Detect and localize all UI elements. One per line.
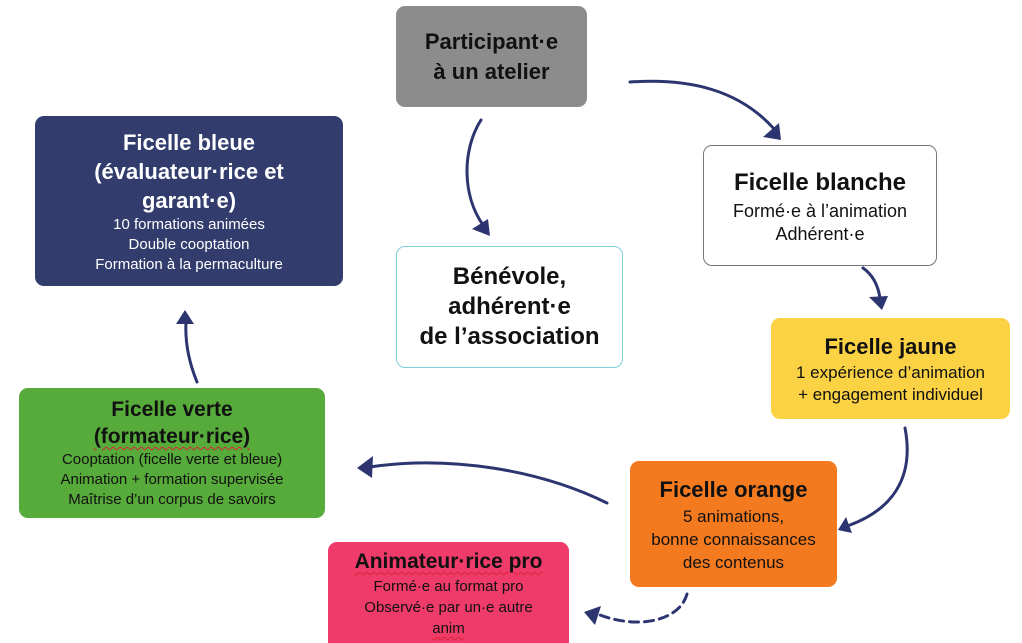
node-verte-desc: Cooptation (ficelle verte et bleue) Anim… bbox=[60, 451, 284, 508]
arrow-orange-to-verte bbox=[357, 456, 609, 505]
node-animateur-pro: Animateur·rice pro Formé·e au format pro… bbox=[328, 542, 569, 643]
node-pro-title: Animateur·rice pro bbox=[354, 550, 543, 573]
node-blanche-desc: Formé·e à l’animation Adhérent·e bbox=[732, 200, 908, 244]
arrow-participant-to-benevole bbox=[465, 118, 490, 236]
arrow-blanche-to-jaune bbox=[861, 266, 888, 310]
arrow-jaune-to-orange bbox=[838, 426, 909, 533]
node-orange-desc: 5 animations, bonne connaissances des co… bbox=[651, 506, 816, 572]
node-benevole: Bénévole, adhérent·e de l’association bbox=[396, 246, 623, 368]
node-ficelle-verte: Ficelle verte (formateur·rice) Cooptatio… bbox=[19, 388, 325, 518]
node-bleue-title: Ficelle bleue (évaluateur·rice et garant… bbox=[94, 129, 284, 213]
node-ficelle-blanche: Ficelle blanche Formé·e à l’animation Ad… bbox=[703, 145, 937, 266]
node-jaune-desc: 1 expérience d’animation + engagement in… bbox=[795, 362, 985, 404]
node-benevole-title: Bénévole, adhérent·e de l’association bbox=[419, 263, 600, 350]
node-blanche-title: Ficelle blanche bbox=[733, 168, 907, 196]
node-participant: Participant·e à un atelier bbox=[396, 6, 587, 107]
node-pro-desc: Formé·e au format pro Observé·e par un·e… bbox=[364, 578, 533, 637]
arrow-orange-to-pro bbox=[584, 592, 689, 625]
node-orange-title: Ficelle orange bbox=[659, 476, 808, 502]
node-ficelle-bleue: Ficelle bleue (évaluateur·rice et garant… bbox=[35, 116, 343, 286]
node-verte-title: Ficelle verte (formateur·rice) bbox=[93, 398, 251, 448]
node-bleue-desc: 10 formations animées Double cooptation … bbox=[95, 215, 283, 273]
arrow-verte-to-bleue bbox=[176, 310, 199, 384]
node-participant-title: Participant·e à un atelier bbox=[424, 28, 559, 84]
node-jaune-title: Ficelle jaune bbox=[824, 333, 957, 359]
node-ficelle-jaune: Ficelle jaune 1 expérience d’animation +… bbox=[771, 318, 1010, 419]
node-ficelle-orange: Ficelle orange 5 animations, bonne conna… bbox=[630, 461, 837, 587]
arrow-participant-to-blanche bbox=[628, 79, 781, 140]
